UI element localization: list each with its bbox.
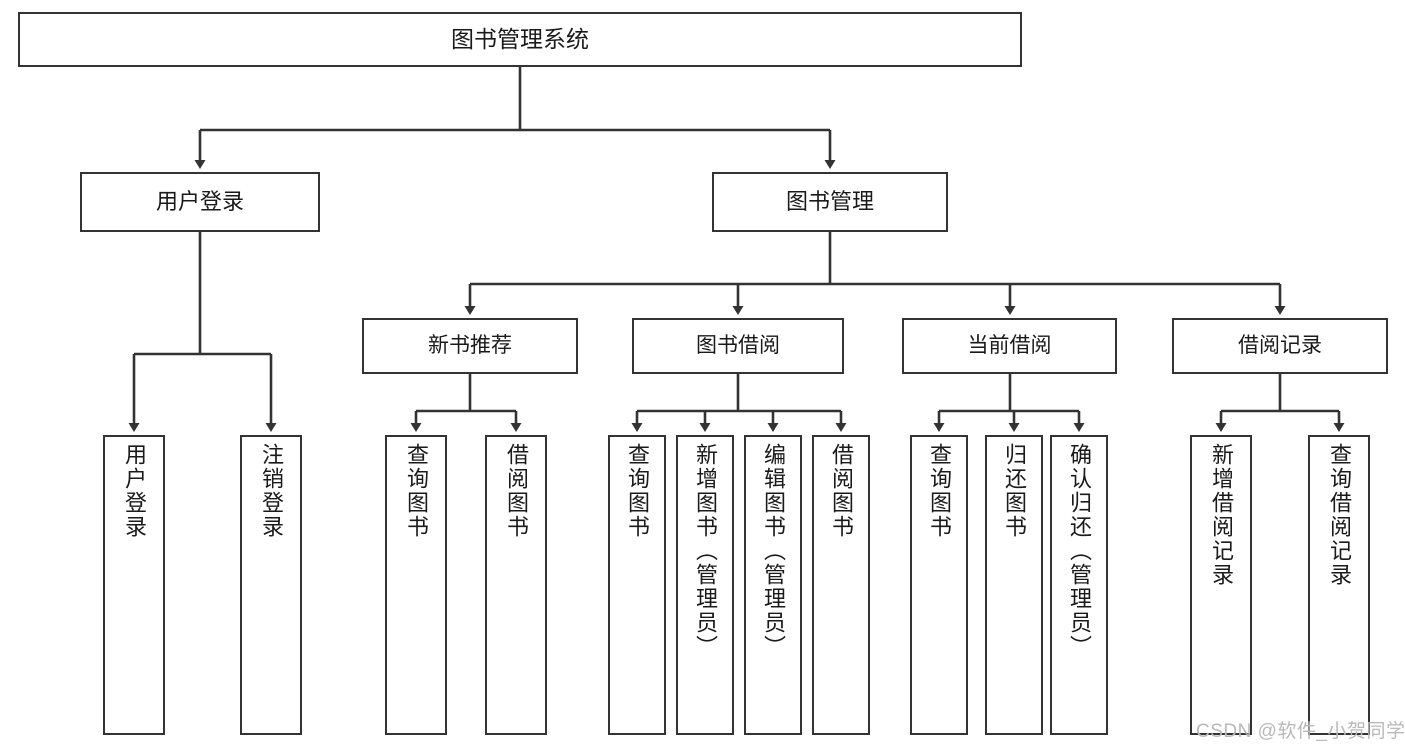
node-label: 查询图书 (404, 443, 429, 539)
leaf-node-leaf-logout[interactable]: 注销登录 (240, 435, 302, 735)
leaf-node-leaf-add-record[interactable]: 新增借阅记录 (1190, 435, 1252, 735)
node-label: 用户登录 (155, 189, 244, 215)
node-new-book-rec[interactable]: 新书推荐 (362, 318, 578, 374)
node-label: 当前借阅 (967, 333, 1052, 357)
leaf-node-leaf-user-login[interactable]: 用户登录 (103, 435, 165, 735)
leaf-node-leaf-edit-book[interactable]: 编辑图书（管理员） (744, 435, 802, 735)
leaf-node-leaf-query-book-2[interactable]: 查询图书 (608, 435, 666, 735)
node-borrow-record[interactable]: 借阅记录 (1172, 318, 1388, 374)
node-user-login[interactable]: 用户登录 (80, 172, 320, 232)
node-label: 编辑图书（管理员） (761, 443, 786, 659)
root-node-root[interactable]: 图书管理系统 (18, 12, 1022, 67)
node-label: 归还图书 (1002, 443, 1027, 539)
node-label: 查询图书 (927, 443, 952, 539)
node-label: 用户登录 (122, 443, 147, 539)
node-current-borrow[interactable]: 当前借阅 (902, 318, 1117, 374)
node-label: 借阅图书 (829, 443, 854, 539)
node-label: 图书借阅 (696, 333, 780, 357)
leaf-node-leaf-query-book-3[interactable]: 查询图书 (910, 435, 968, 735)
node-book-borrow[interactable]: 图书借阅 (632, 318, 844, 374)
node-label: 确认归还（管理员） (1067, 443, 1092, 659)
node-label: 新增借阅记录 (1209, 443, 1234, 587)
node-label: 借阅图书 (504, 443, 529, 539)
csdn-watermark: CSDN @软件_小贺同学 (1196, 721, 1405, 742)
node-label: 查询借阅记录 (1327, 443, 1352, 587)
node-label: 查询图书 (625, 443, 650, 539)
node-book-manage[interactable]: 图书管理 (712, 172, 948, 232)
leaf-node-leaf-confirm-return[interactable]: 确认归还（管理员） (1050, 435, 1108, 735)
leaf-node-leaf-query-book-1[interactable]: 查询图书 (385, 435, 447, 735)
node-label: 新书推荐 (428, 333, 512, 357)
node-label: 注销登录 (259, 443, 284, 539)
leaf-node-leaf-borrow-book-2[interactable]: 借阅图书 (812, 435, 870, 735)
node-label: 新增图书（管理员） (693, 443, 718, 659)
leaf-node-leaf-query-record[interactable]: 查询借阅记录 (1308, 435, 1370, 735)
leaf-node-leaf-return-book[interactable]: 归还图书 (985, 435, 1043, 735)
leaf-node-leaf-add-book[interactable]: 新增图书（管理员） (676, 435, 734, 735)
node-label: 借阅记录 (1238, 333, 1322, 357)
node-label: 图书管理 (785, 189, 874, 215)
leaf-node-leaf-borrow-book-1[interactable]: 借阅图书 (485, 435, 547, 735)
node-label: 图书管理系统 (451, 25, 589, 52)
